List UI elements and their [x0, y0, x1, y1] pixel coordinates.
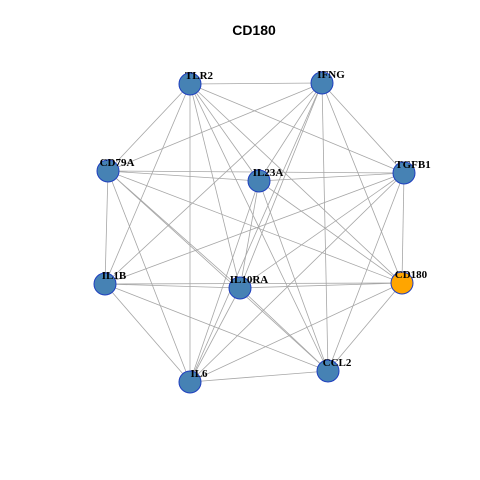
edge-il1b-il10ra	[104, 283, 241, 289]
diagram-title: CD180	[232, 22, 276, 38]
edge-il1b-il6	[104, 283, 191, 383]
edge-il10ra-ccl2	[239, 287, 329, 372]
edge-tlr2-il23a	[189, 83, 260, 182]
edge-ifng-il6	[189, 82, 323, 383]
edge-il23a-ccl2	[258, 180, 329, 372]
edge-tgfb1-il10ra	[239, 172, 405, 289]
node-il23a	[247, 169, 271, 193]
node-label-il6: IL6	[190, 368, 208, 380]
edge-il10ra-cd180	[239, 282, 403, 289]
node-label-ccl2: CCL2	[323, 357, 352, 369]
node-cd79a	[96, 159, 120, 183]
node-label-cd180: CD180	[395, 269, 428, 281]
edge-il23a-il10ra	[239, 180, 260, 289]
edge-ifng-il23a	[258, 82, 323, 182]
edge-cd79a-cd180	[107, 170, 403, 284]
edge-tgfb1-il1b	[104, 172, 405, 285]
edge-cd79a-ccl2	[107, 170, 329, 372]
node-label-tgfb1: TGFB1	[395, 159, 430, 171]
edge-il23a-cd180	[258, 180, 403, 284]
edge-cd79a-il1b	[104, 170, 109, 285]
node-tlr2	[178, 72, 202, 96]
node-label-tlr2: TLR2	[185, 70, 214, 82]
edge-cd79a-il10ra	[107, 170, 241, 289]
edge-il1b-cd180	[104, 282, 403, 285]
edge-tgfb1-il6	[189, 172, 405, 383]
edge-il23a-tgfb1	[258, 172, 405, 182]
edge-tlr2-il1b	[104, 83, 191, 285]
node-il10ra	[228, 276, 252, 300]
edge-cd79a-il23a	[107, 170, 260, 182]
edge-il10ra-il6	[189, 287, 241, 383]
edge-ifng-cd180	[321, 82, 403, 284]
edge-ifng-tgfb1	[321, 82, 405, 174]
edge-tgfb1-cd180	[401, 172, 405, 284]
edge-tlr2-ifng	[189, 82, 323, 85]
edge-tgfb1-ccl2	[327, 172, 405, 372]
node-ifng	[310, 71, 334, 95]
edge-il6-ccl2	[189, 370, 329, 383]
node-label-il10ra: IL10RA	[230, 274, 269, 286]
node-cd180	[390, 271, 414, 295]
edge-layer	[104, 82, 405, 383]
edge-cd79a-il6	[107, 170, 191, 383]
node-tgfb1	[392, 161, 416, 185]
node-label-il1b: IL1B	[102, 270, 127, 282]
edge-tlr2-cd180	[189, 83, 403, 284]
node-layer	[93, 71, 416, 394]
node-label-il23a: IL23A	[253, 167, 284, 179]
edge-tlr2-tgfb1	[189, 83, 405, 174]
edge-ifng-cd79a	[107, 82, 323, 172]
edge-tlr2-il10ra	[189, 83, 241, 289]
node-label-ifng: IFNG	[317, 69, 345, 81]
edge-tlr2-cd79a	[107, 83, 191, 172]
edge-ifng-ccl2	[321, 82, 329, 372]
edge-ifng-il10ra	[239, 82, 323, 289]
node-il1b	[93, 272, 117, 296]
edge-tlr2-ccl2	[189, 83, 329, 372]
edge-il1b-ccl2	[104, 283, 329, 372]
edge-cd180-il6	[189, 282, 403, 383]
edge-ifng-il1b	[104, 82, 323, 285]
node-ccl2	[316, 359, 340, 383]
edge-il23a-il6	[189, 180, 260, 383]
node-il6	[178, 370, 202, 394]
node-label-cd79a: CD79A	[100, 157, 135, 169]
edge-cd180-ccl2	[327, 282, 403, 372]
